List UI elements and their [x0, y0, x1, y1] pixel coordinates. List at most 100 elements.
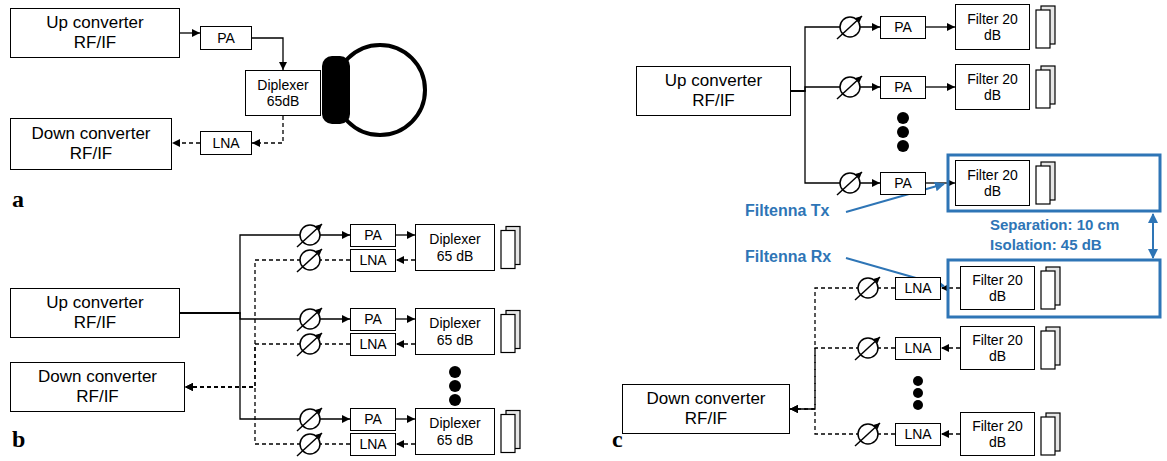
phase-shifter-arrow — [297, 224, 322, 247]
phase-shifter-ring — [840, 77, 860, 97]
antenna-back — [506, 411, 520, 449]
amplifier-box: LNA — [895, 423, 941, 446]
amplifier-box: LNA — [350, 433, 396, 456]
antenna-back — [1041, 6, 1055, 44]
amplifier-box: LNA — [895, 337, 941, 360]
box-text: Diplexer 65dB — [252, 77, 314, 109]
box-text: Down converter RF/IF — [28, 367, 168, 406]
antenna-back — [1046, 413, 1060, 451]
box-text: Filter 20 dB — [967, 71, 1019, 103]
phase-shifter-symbol — [297, 308, 322, 331]
box-text: LNA — [212, 135, 239, 151]
dimension-label: Isolation: 45 dB — [990, 236, 1102, 253]
amplifier-box: PA — [350, 308, 396, 331]
panel-letter: a — [12, 186, 24, 214]
box-text: PA — [364, 227, 382, 243]
antenna-element — [1036, 162, 1055, 204]
antenna-element — [1041, 413, 1060, 455]
box-text: Up converter RF/IF — [30, 293, 160, 332]
amplifier-box: PA — [880, 16, 926, 39]
antenna-element — [1036, 66, 1055, 108]
highlight-frame — [948, 260, 1160, 317]
antenna-front — [1041, 271, 1055, 309]
amplifier-box: PA — [880, 172, 926, 195]
phase-shifter-arrow — [837, 76, 862, 99]
antenna-back — [1046, 327, 1060, 365]
amplifier-box: LNA — [895, 277, 941, 300]
phase-shifter-ring — [840, 17, 860, 37]
box-text: Filter 20 dB — [972, 418, 1024, 450]
phase-shifter-ring — [300, 225, 320, 245]
phase-shifter-arrow — [297, 249, 322, 272]
antenna-back — [1041, 66, 1055, 104]
antenna-front — [501, 415, 515, 453]
phase-shifter-arrow — [297, 333, 322, 356]
receive-connector — [396, 343, 415, 344]
box-text: Diplexer 65 dB — [420, 315, 490, 347]
dimension-label: Separation: 10 cm — [990, 216, 1119, 233]
highlight-frame — [948, 155, 1160, 211]
filter-box: Filter 20 dB — [955, 160, 1030, 206]
ellipsis-dot — [897, 126, 909, 138]
panel-letter: c — [612, 426, 623, 454]
separation-arrow — [1152, 214, 1154, 258]
box-text: Filter 20 dB — [972, 332, 1024, 364]
amplifier-box: LNA — [200, 131, 252, 155]
box-text: PA — [894, 79, 912, 95]
box-text: LNA — [359, 336, 386, 352]
transmit-connector — [252, 38, 283, 70]
box-text: PA — [364, 311, 382, 327]
box-text: LNA — [359, 436, 386, 452]
receive-connector — [172, 142, 200, 143]
phase-shifter-symbol — [297, 408, 322, 431]
box-text: PA — [364, 411, 382, 427]
phase-shifter-symbol — [837, 76, 862, 99]
antenna-front — [501, 231, 515, 269]
box-text: PA — [217, 30, 235, 46]
phase-shifter-ring — [300, 250, 320, 270]
callout-label: Filtenna Tx — [745, 202, 829, 220]
ellipsis-dot — [897, 140, 909, 152]
phase-shifter-ring — [300, 334, 320, 354]
receive-connector — [185, 260, 350, 387]
callout-label: Filtenna Rx — [745, 248, 831, 266]
phase-shifter-arrow — [837, 172, 862, 195]
filter-box: Filter 20 dB — [960, 326, 1035, 370]
phase-shifter-ring — [858, 424, 878, 444]
diplexer-box: Diplexer 65 dB — [415, 308, 495, 355]
phase-shifter-ring — [300, 434, 320, 454]
antenna-element — [501, 311, 520, 353]
receive-connector — [790, 409, 895, 434]
transmit-connector — [926, 182, 955, 183]
transmit-connector — [926, 86, 955, 87]
antenna-element — [501, 411, 520, 453]
filter-box: Filter 20 dB — [960, 412, 1035, 456]
ellipsis-dot — [449, 394, 461, 406]
transmit-connector — [791, 91, 880, 183]
transmit-connector — [396, 318, 415, 319]
ellipsis-dot — [897, 112, 909, 124]
ellipsis-dot — [449, 380, 461, 392]
filter-box: Filter 20 dB — [955, 64, 1030, 110]
diplexer-box: Diplexer 65 dB — [415, 408, 495, 455]
box-text: PA — [894, 19, 912, 35]
dish-reflector — [335, 45, 425, 135]
filter-box: Filter 20 dB — [960, 266, 1035, 310]
ellipsis-dot — [913, 376, 923, 386]
converter-box: Up converter RF/IF — [10, 8, 180, 58]
phase-shifter-ring — [840, 173, 860, 193]
converter-box: Up converter RF/IF — [10, 288, 180, 338]
antenna-element — [1036, 6, 1055, 48]
converter-box: Down converter RF/IF — [10, 362, 185, 412]
box-text: PA — [894, 175, 912, 191]
box-text: LNA — [904, 340, 931, 356]
antenna-front — [1036, 10, 1050, 48]
box-text: LNA — [904, 280, 931, 296]
transmit-connector — [180, 32, 200, 33]
antenna-back — [1046, 267, 1060, 305]
box-text: LNA — [904, 426, 931, 442]
box-text: LNA — [359, 252, 386, 268]
phase-shifter-arrow — [855, 423, 880, 446]
transmit-connector — [926, 26, 955, 27]
box-text: Filter 20 dB — [967, 11, 1019, 43]
